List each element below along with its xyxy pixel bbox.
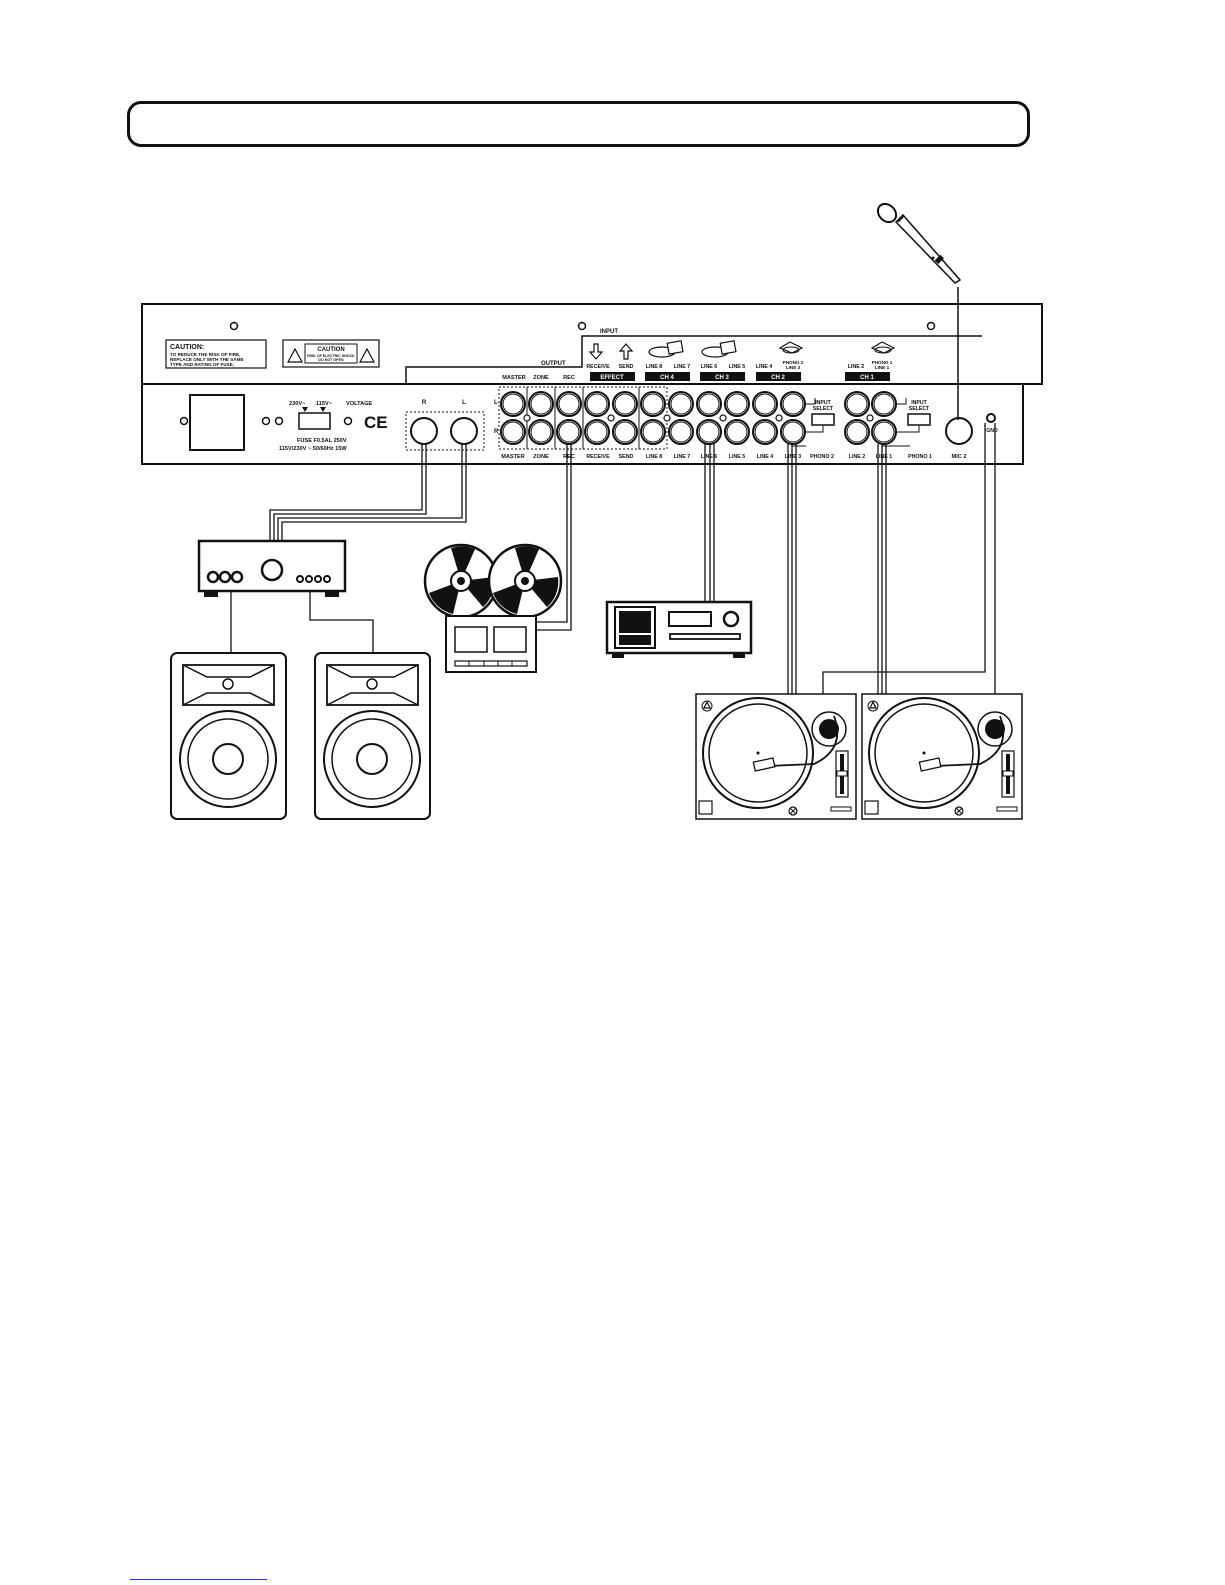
line8-bottom-label: LINE 8 — [646, 454, 663, 460]
disc-small-icon — [778, 341, 804, 354]
input-select-label-ch1b: SELECT — [909, 406, 930, 412]
section-header-box — [127, 101, 1030, 147]
caution-body-2: REPLACE ONLY WITH THE SAME — [170, 357, 244, 362]
screw-icon — [229, 321, 239, 331]
gnd-label: GND — [986, 428, 998, 434]
line3-top-label: LINE 3 — [786, 365, 801, 370]
lightning-warning-icon — [358, 347, 376, 363]
screw-icon — [577, 321, 587, 331]
triangle-marker-icon — [302, 407, 308, 412]
cables — [230, 423, 996, 694]
microphone-icon — [876, 202, 962, 420]
triangle-marker-icon — [320, 407, 326, 412]
arrow-down-icon — [588, 343, 604, 360]
turntable-small-icon — [701, 340, 737, 358]
mic2-jack — [945, 417, 973, 445]
input-select-label-ch2: INPUT — [815, 400, 831, 406]
power-socket — [189, 394, 245, 451]
ch3-tag: CH 3 — [715, 375, 729, 381]
caution-sticker-body-2: DO NOT OPEN — [318, 358, 344, 362]
screw-icon — [926, 321, 936, 331]
line1-bottom-label: LINE 1 — [876, 454, 893, 460]
input-label: INPUT — [600, 329, 618, 335]
line8-label: LINE 8 — [646, 364, 663, 370]
line7-bottom-label: LINE 7 — [674, 454, 691, 460]
row-r-label: R — [494, 429, 499, 435]
line2-bottom-label: LINE 2 — [849, 454, 866, 460]
receive-label: RECEIVE — [586, 364, 610, 370]
zone-bottom-label: ZONE — [533, 454, 549, 460]
caution-title: CAUTION: — [170, 344, 204, 351]
master-label: MASTER — [502, 375, 526, 381]
send-bottom-label: SEND — [619, 454, 634, 460]
reel-to-reel-recorder-icon — [423, 543, 563, 673]
ce-mark: CE — [364, 413, 388, 432]
caution-sticker-body-1: RISK OF ELECTRIC SHOCK — [307, 354, 355, 358]
line1-top-label: LINE 1 — [875, 365, 890, 370]
line4-bottom-label: LINE 4 — [757, 454, 774, 460]
voltage-115-label: 115V~ — [316, 401, 333, 407]
amplifier-icon — [197, 539, 347, 597]
rec-label: REC — [563, 375, 575, 381]
phono1-bottom-label: PHONO 1 — [908, 454, 932, 460]
output-r-jack — [410, 417, 438, 445]
screw-icon — [179, 416, 189, 426]
master-bottom-label: MASTER — [501, 454, 525, 460]
turntable-left-icon — [695, 693, 857, 820]
line7-label: LINE 7 — [674, 364, 691, 370]
screw-icon — [343, 416, 353, 426]
line5-bottom-label: LINE 5 — [729, 454, 746, 460]
fuse-line-2: 115V/230V ~ 50/60Hz 15W — [279, 446, 347, 452]
input-select-switch-ch2 — [811, 413, 835, 426]
screw-icon — [261, 416, 271, 426]
arrow-up-icon — [618, 343, 634, 360]
ch4-tag: CH 4 — [660, 375, 674, 381]
zone-label: ZONE — [533, 375, 549, 381]
mixer-rear-panel: CAUTION: TO REDUCE THE RISK OF FIRE, REP… — [141, 303, 1043, 465]
fuse-line-1: FUSE F0.5AL 250V — [297, 438, 347, 444]
out-r-label: R — [422, 400, 427, 406]
input-select-label-ch1: INPUT — [911, 400, 927, 406]
cd-player-icon — [605, 600, 753, 658]
row-l-label: L — [494, 400, 498, 406]
turntable-small-icon — [648, 340, 684, 358]
line4-label: LINE 4 — [756, 364, 773, 370]
line5-label: LINE 5 — [729, 364, 746, 370]
line6-label: LINE 6 — [701, 364, 718, 370]
speaker-right-icon — [314, 652, 431, 820]
line3-bottom-label: LINE 3 — [785, 454, 802, 460]
out-l-label: L — [462, 400, 466, 406]
line2-label: LINE 2 — [848, 364, 865, 370]
phono2-bottom-label: PHONO 2 — [810, 454, 834, 460]
phono2-label: PHONO 2 — [783, 360, 804, 365]
line6-bottom-label: LINE 6 — [701, 454, 718, 460]
disc-small-icon — [870, 341, 896, 354]
caution-body-1: TO REDUCE THE RISK OF FIRE, — [170, 352, 240, 357]
voltage-label: VOLTAGE — [346, 401, 372, 407]
caution-body-3: TYPE AND RATING OF FUSE. — [170, 362, 234, 367]
mic2-label: MIC 2 — [952, 454, 967, 460]
footer-link-underline — [130, 1579, 267, 1580]
turntable-right-icon — [861, 693, 1023, 820]
screw-icon — [274, 416, 284, 426]
send-label: SEND — [619, 364, 634, 370]
output-label: OUTPUT — [541, 361, 566, 367]
phono1-label: PHONO 1 — [872, 360, 893, 365]
warning-triangle-icon — [286, 347, 304, 363]
effect-tag: EFFECT — [600, 375, 624, 381]
ch1-tag: CH 1 — [860, 375, 874, 381]
input-select-label-ch2b: SELECT — [813, 406, 834, 412]
input-select-switch-ch1 — [907, 413, 931, 426]
gnd-terminal — [986, 413, 996, 423]
receive-bottom-label: RECEIVE — [586, 454, 610, 460]
speaker-left-icon — [170, 652, 287, 820]
rec-bottom-label: REC — [563, 454, 575, 460]
caution-sticker-title: CAUTION — [317, 347, 344, 353]
voltage-switch — [298, 412, 331, 430]
voltage-230-label: 230V~ — [289, 401, 306, 407]
ch2-tag: CH 2 — [771, 375, 785, 381]
output-l-jack — [450, 417, 478, 445]
